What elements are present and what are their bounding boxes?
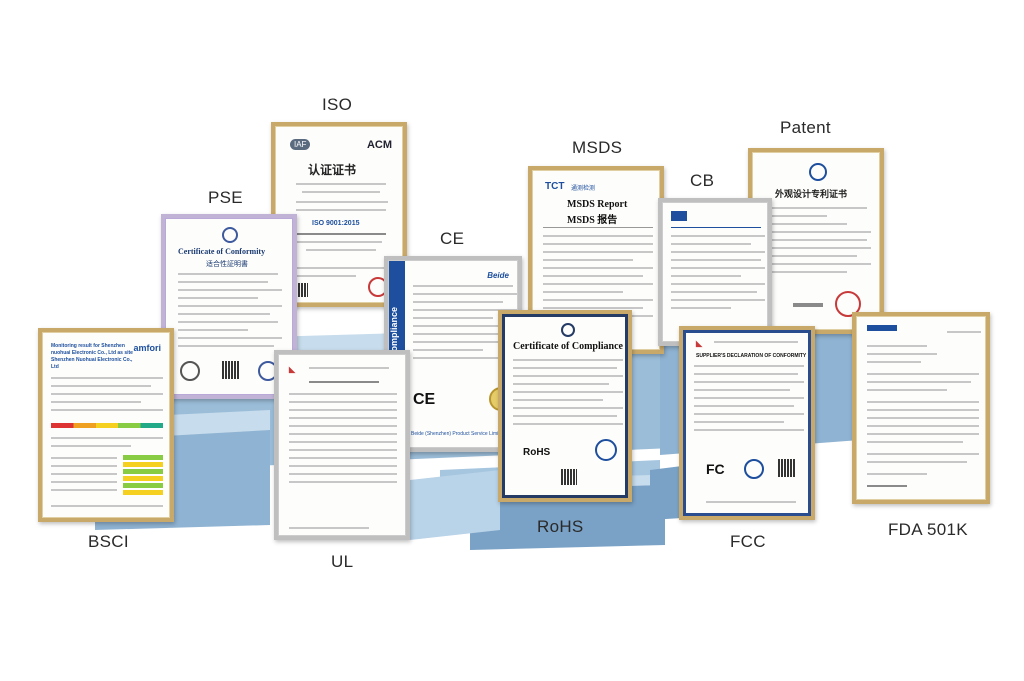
rohs-title: Certificate of Compliance: [513, 341, 623, 352]
msds-subtitle: MSDS 报告: [567, 215, 618, 226]
fcc-mark: FC: [706, 461, 725, 477]
acm-logo: ACM: [366, 139, 392, 151]
label-ul: UL: [331, 552, 354, 571]
fcc-title: SUPPLIER'S DECLARATION OF CONFORMITY: [696, 353, 807, 359]
patent-seal: [835, 291, 861, 317]
patent-certificate: 外观设计专利证书: [748, 148, 884, 334]
fcc-certificate: ◣ SUPPLIER'S DECLARATION OF CONFORMITY F…: [679, 326, 815, 520]
beide-logo: Beide: [487, 271, 509, 280]
rohs-logo-icon: [561, 323, 575, 337]
label-bsci: BSCI: [88, 532, 129, 551]
pse-subtitle: 适合性証明書: [206, 261, 248, 268]
bsci-rating-bar: [51, 423, 163, 428]
label-msds: MSDS: [572, 138, 623, 157]
iso-standard: ISO 9001:2015: [312, 220, 360, 227]
ce-mark-icon: CE: [413, 391, 436, 408]
ce-footer-text: Beide (Shenzhen) Product Service Limited: [411, 431, 506, 437]
fcc-header-logo: ◣: [696, 339, 703, 348]
pse-title: Certificate of Conformity: [178, 247, 266, 256]
amfori-logo: amfori: [133, 343, 161, 353]
iso-title: 认证证书: [308, 163, 357, 177]
label-fcc: FCC: [730, 532, 766, 551]
msds-title: MSDS Report: [567, 199, 628, 210]
label-pse: PSE: [208, 188, 243, 207]
pse-mark-icon: [180, 361, 200, 381]
label-ce: CE: [440, 229, 465, 248]
label-fda: FDA 501K: [888, 520, 968, 539]
label-rohs: RoHS: [537, 517, 584, 536]
rohs-mark: RoHS: [523, 447, 551, 458]
label-iso: ISO: [322, 95, 353, 114]
pse-logo-icon: [222, 227, 238, 243]
cb-certificate: [658, 198, 772, 346]
bsci-certificate: amfori Monitoring result for Shenzhen nu…: [38, 328, 174, 522]
bsci-title: Monitoring result for Shenzhen nuohuai E…: [51, 343, 133, 370]
patent-title: 外观设计专利证书: [775, 189, 848, 199]
fda-logo-icon: [867, 325, 897, 331]
tct-logo: TCT: [545, 181, 565, 192]
ul-header-logo: ◣: [289, 365, 296, 374]
fda-certificate: [852, 312, 990, 504]
label-patent: Patent: [780, 118, 831, 137]
patent-emblem-icon: [809, 163, 827, 181]
rohs-certificate: Certificate of Compliance RoHS: [498, 310, 632, 502]
label-cb: CB: [690, 171, 715, 190]
ul-certificate: ◣: [274, 350, 410, 540]
tct-logo-sub: 通测检测: [571, 186, 596, 192]
iaf-logo: IAF: [290, 139, 311, 150]
